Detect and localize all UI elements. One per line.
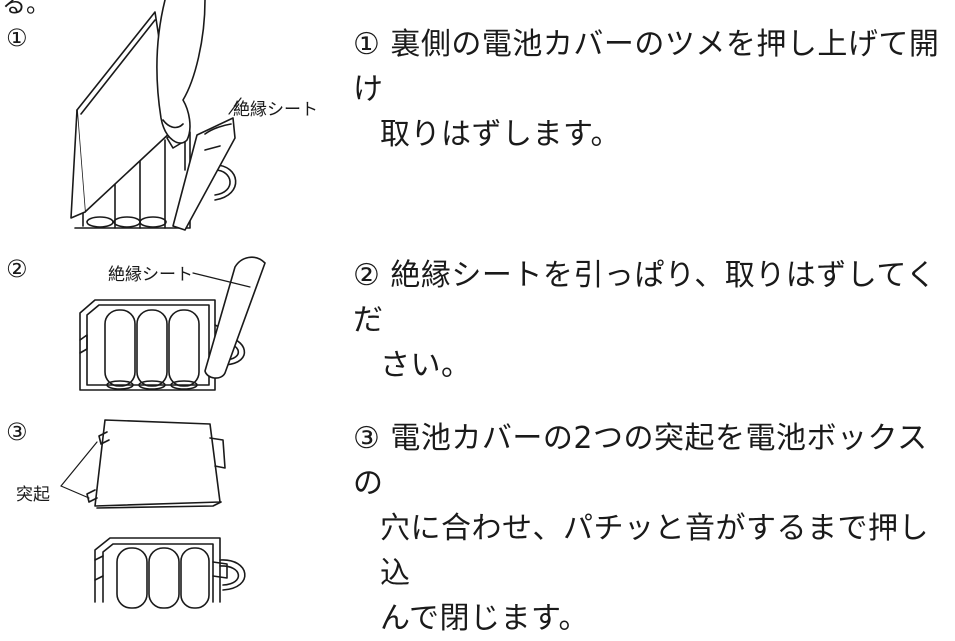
step-3-text-line-1: ③ 電池カバーの2つの突起を電池ボックスの (353, 421, 928, 501)
step-3-text-line-3: んで閉じます。 (380, 601, 589, 636)
header-fragment: る。 (2, 0, 50, 18)
step-1-text: ① 裏側の電池カバーのツメを押し上げて開け 取りはずします。 (353, 22, 943, 157)
step-3-text-line-2: 穴に合わせ、パチッと音がするまで押し込 (380, 511, 929, 591)
step-2-text: ② 絶縁シートを引っぱり、取りはずしてくだ さい。 (353, 253, 943, 388)
step-2-callout-insulation-sheet: 絶縁シート (108, 265, 193, 285)
step-1-text-line-1: ① 裏側の電池カバーのツメを押し上げて開け (353, 27, 940, 107)
step-3-callout-protrusion: 突起 (16, 485, 50, 505)
step-2-text-line-2: さい。 (380, 348, 472, 383)
step-1-marker: ① (6, 24, 28, 52)
step-3-text: ③ 電池カバーの2つの突起を電池ボックスの 穴に合わせ、パチッと音がするまで押し… (353, 416, 943, 641)
step-2-marker: ② (6, 255, 28, 283)
step-1-illustration (55, 0, 295, 240)
step-1-callout-insulation-sheet: 絶縁シート (233, 100, 318, 120)
step-3-illustration (55, 410, 295, 602)
step-1-text-line-2: 取りはずします。 (380, 117, 621, 152)
step-2-text-line-1: ② 絶縁シートを引っぱり、取りはずしてくだ (353, 258, 937, 338)
step-3-marker: ③ (6, 418, 28, 446)
step-2-illustration (75, 245, 285, 395)
